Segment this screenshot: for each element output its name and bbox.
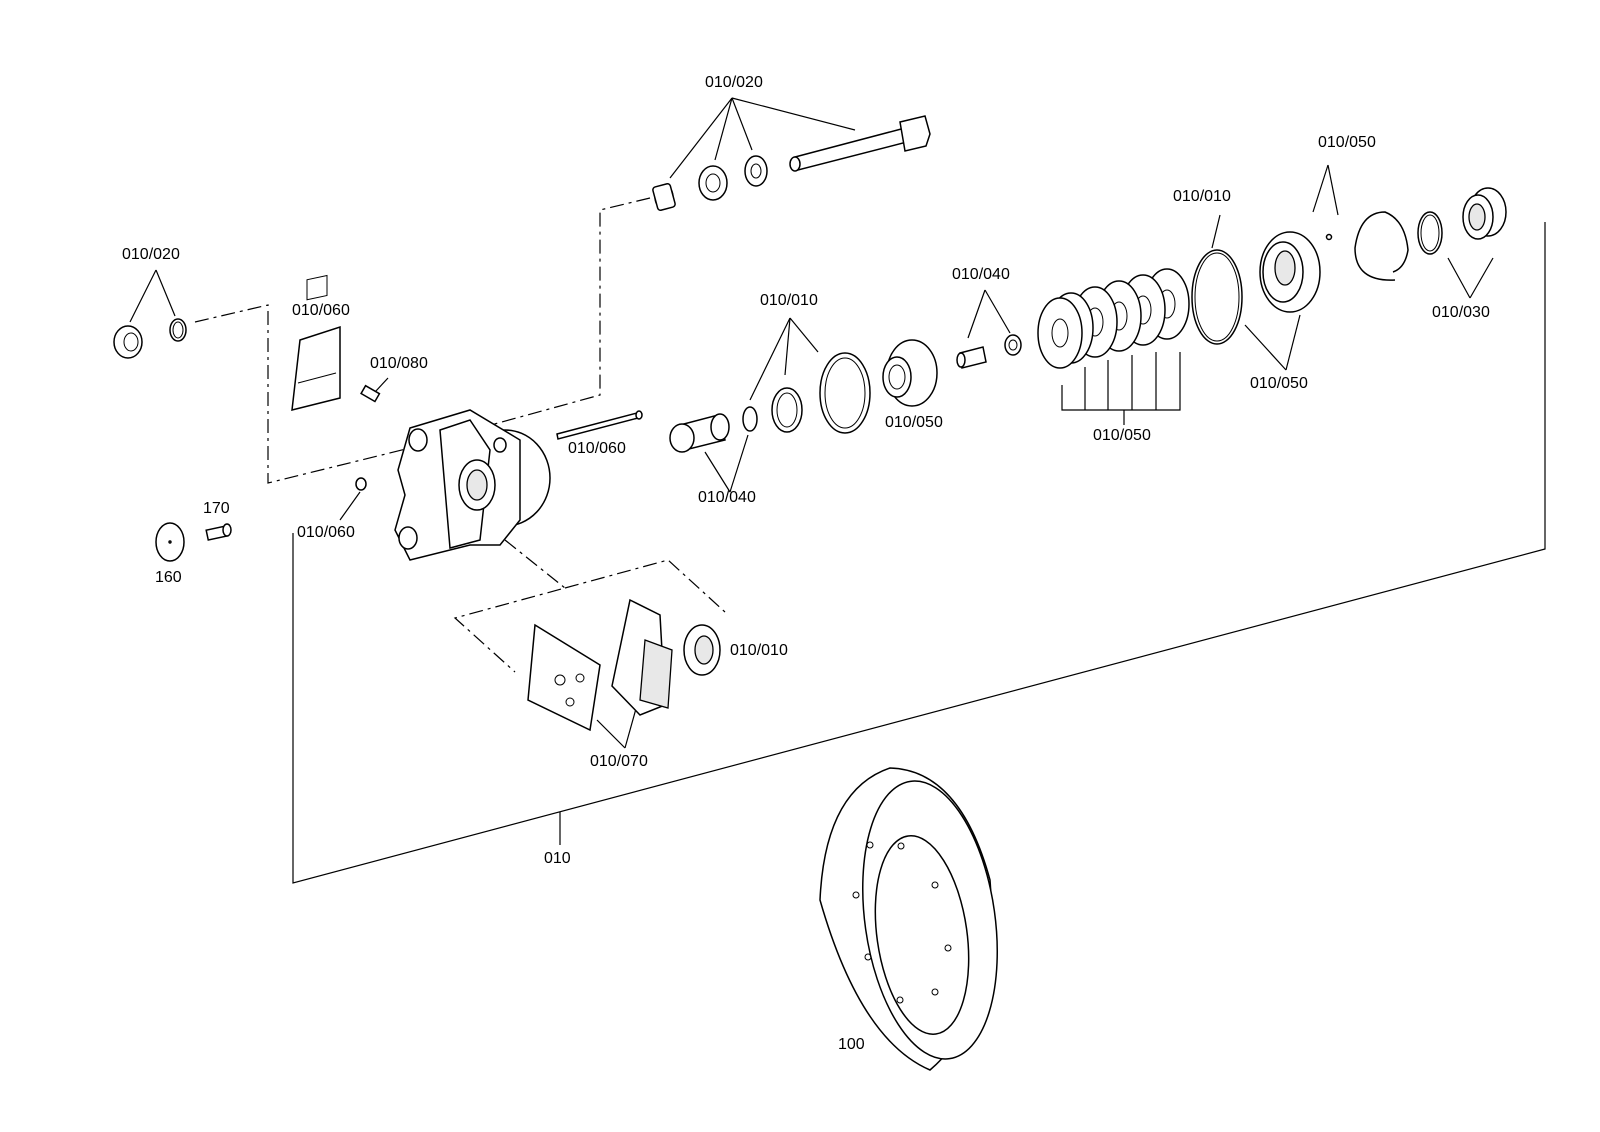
label-010-050-housing: 010/050 [885, 414, 943, 431]
washer-part [744, 155, 768, 187]
label-010-070: 010/070 [590, 753, 648, 770]
o-ring-small-part [169, 318, 187, 342]
label-010-050-cup: 010/050 [1250, 375, 1308, 392]
seal-ring-part [771, 387, 803, 433]
label-160: 160 [155, 569, 182, 586]
label-100: 100 [838, 1036, 865, 1053]
label-010-080: 010/080 [370, 355, 428, 372]
brake-pad-left-part [527, 623, 601, 732]
assembly-frame-010 [292, 222, 1546, 884]
o-ring-end-part [1417, 211, 1443, 255]
guide-bolt-part [789, 115, 931, 172]
seal-ring-small-part [742, 406, 758, 432]
brake-pad-right-part [611, 598, 673, 716]
spacer-pin-part [956, 346, 987, 369]
dust-boot-part [683, 624, 721, 676]
piston-part [669, 413, 730, 453]
bearing-cup-part [1259, 231, 1321, 313]
dust-cap-part [355, 477, 367, 491]
label-010-060-pin: 010/060 [568, 440, 626, 457]
knurled-cap-part [1462, 187, 1507, 240]
callout-labels: 010/020 010/020 010/060 010/080 010/060 … [122, 74, 1490, 1053]
washer-160-part [155, 522, 185, 562]
cap-nut-part [113, 325, 143, 359]
label-010-060-cap: 010/060 [297, 524, 355, 541]
label-010-050-clip: 010/050 [1318, 134, 1376, 151]
sleeve-part [652, 183, 676, 211]
disc-spring-stack-part [1037, 268, 1190, 369]
adjuster-housing-part [882, 339, 938, 407]
guide-pin-part [556, 410, 643, 440]
label-010-040-piston: 010/040 [698, 489, 756, 506]
label-010-010-oring: 010/010 [1173, 188, 1231, 205]
label-010-040-nut: 010/040 [952, 266, 1010, 283]
label-010-010-boot: 010/010 [730, 642, 788, 659]
label-010-020-left: 010/020 [122, 246, 180, 263]
ball-part [1325, 233, 1333, 241]
large-seal-ring-part [819, 352, 871, 434]
bushing-part [698, 165, 728, 201]
label-170: 170 [203, 500, 230, 517]
leader-lines [129, 97, 1494, 749]
guide-lines [194, 197, 726, 673]
screw-170-part [205, 523, 232, 541]
label-010-050-washers: 010/050 [1093, 427, 1151, 444]
caliper-housing-part [394, 409, 551, 561]
nut-small-part [1004, 334, 1022, 356]
retaining-clip-part [1354, 211, 1409, 281]
label-010-020-top: 010/020 [705, 74, 763, 91]
label-010: 010 [544, 850, 571, 867]
label-010-060-plate: 010/060 [292, 302, 350, 319]
o-ring-large-part [1191, 249, 1243, 345]
bleeder-screw-part [360, 384, 381, 403]
pad-spring-plate-part [291, 274, 341, 411]
label-010-030: 010/030 [1432, 304, 1490, 321]
label-010-010-seals: 010/010 [760, 292, 818, 309]
brake-disc-part [819, 767, 999, 1071]
